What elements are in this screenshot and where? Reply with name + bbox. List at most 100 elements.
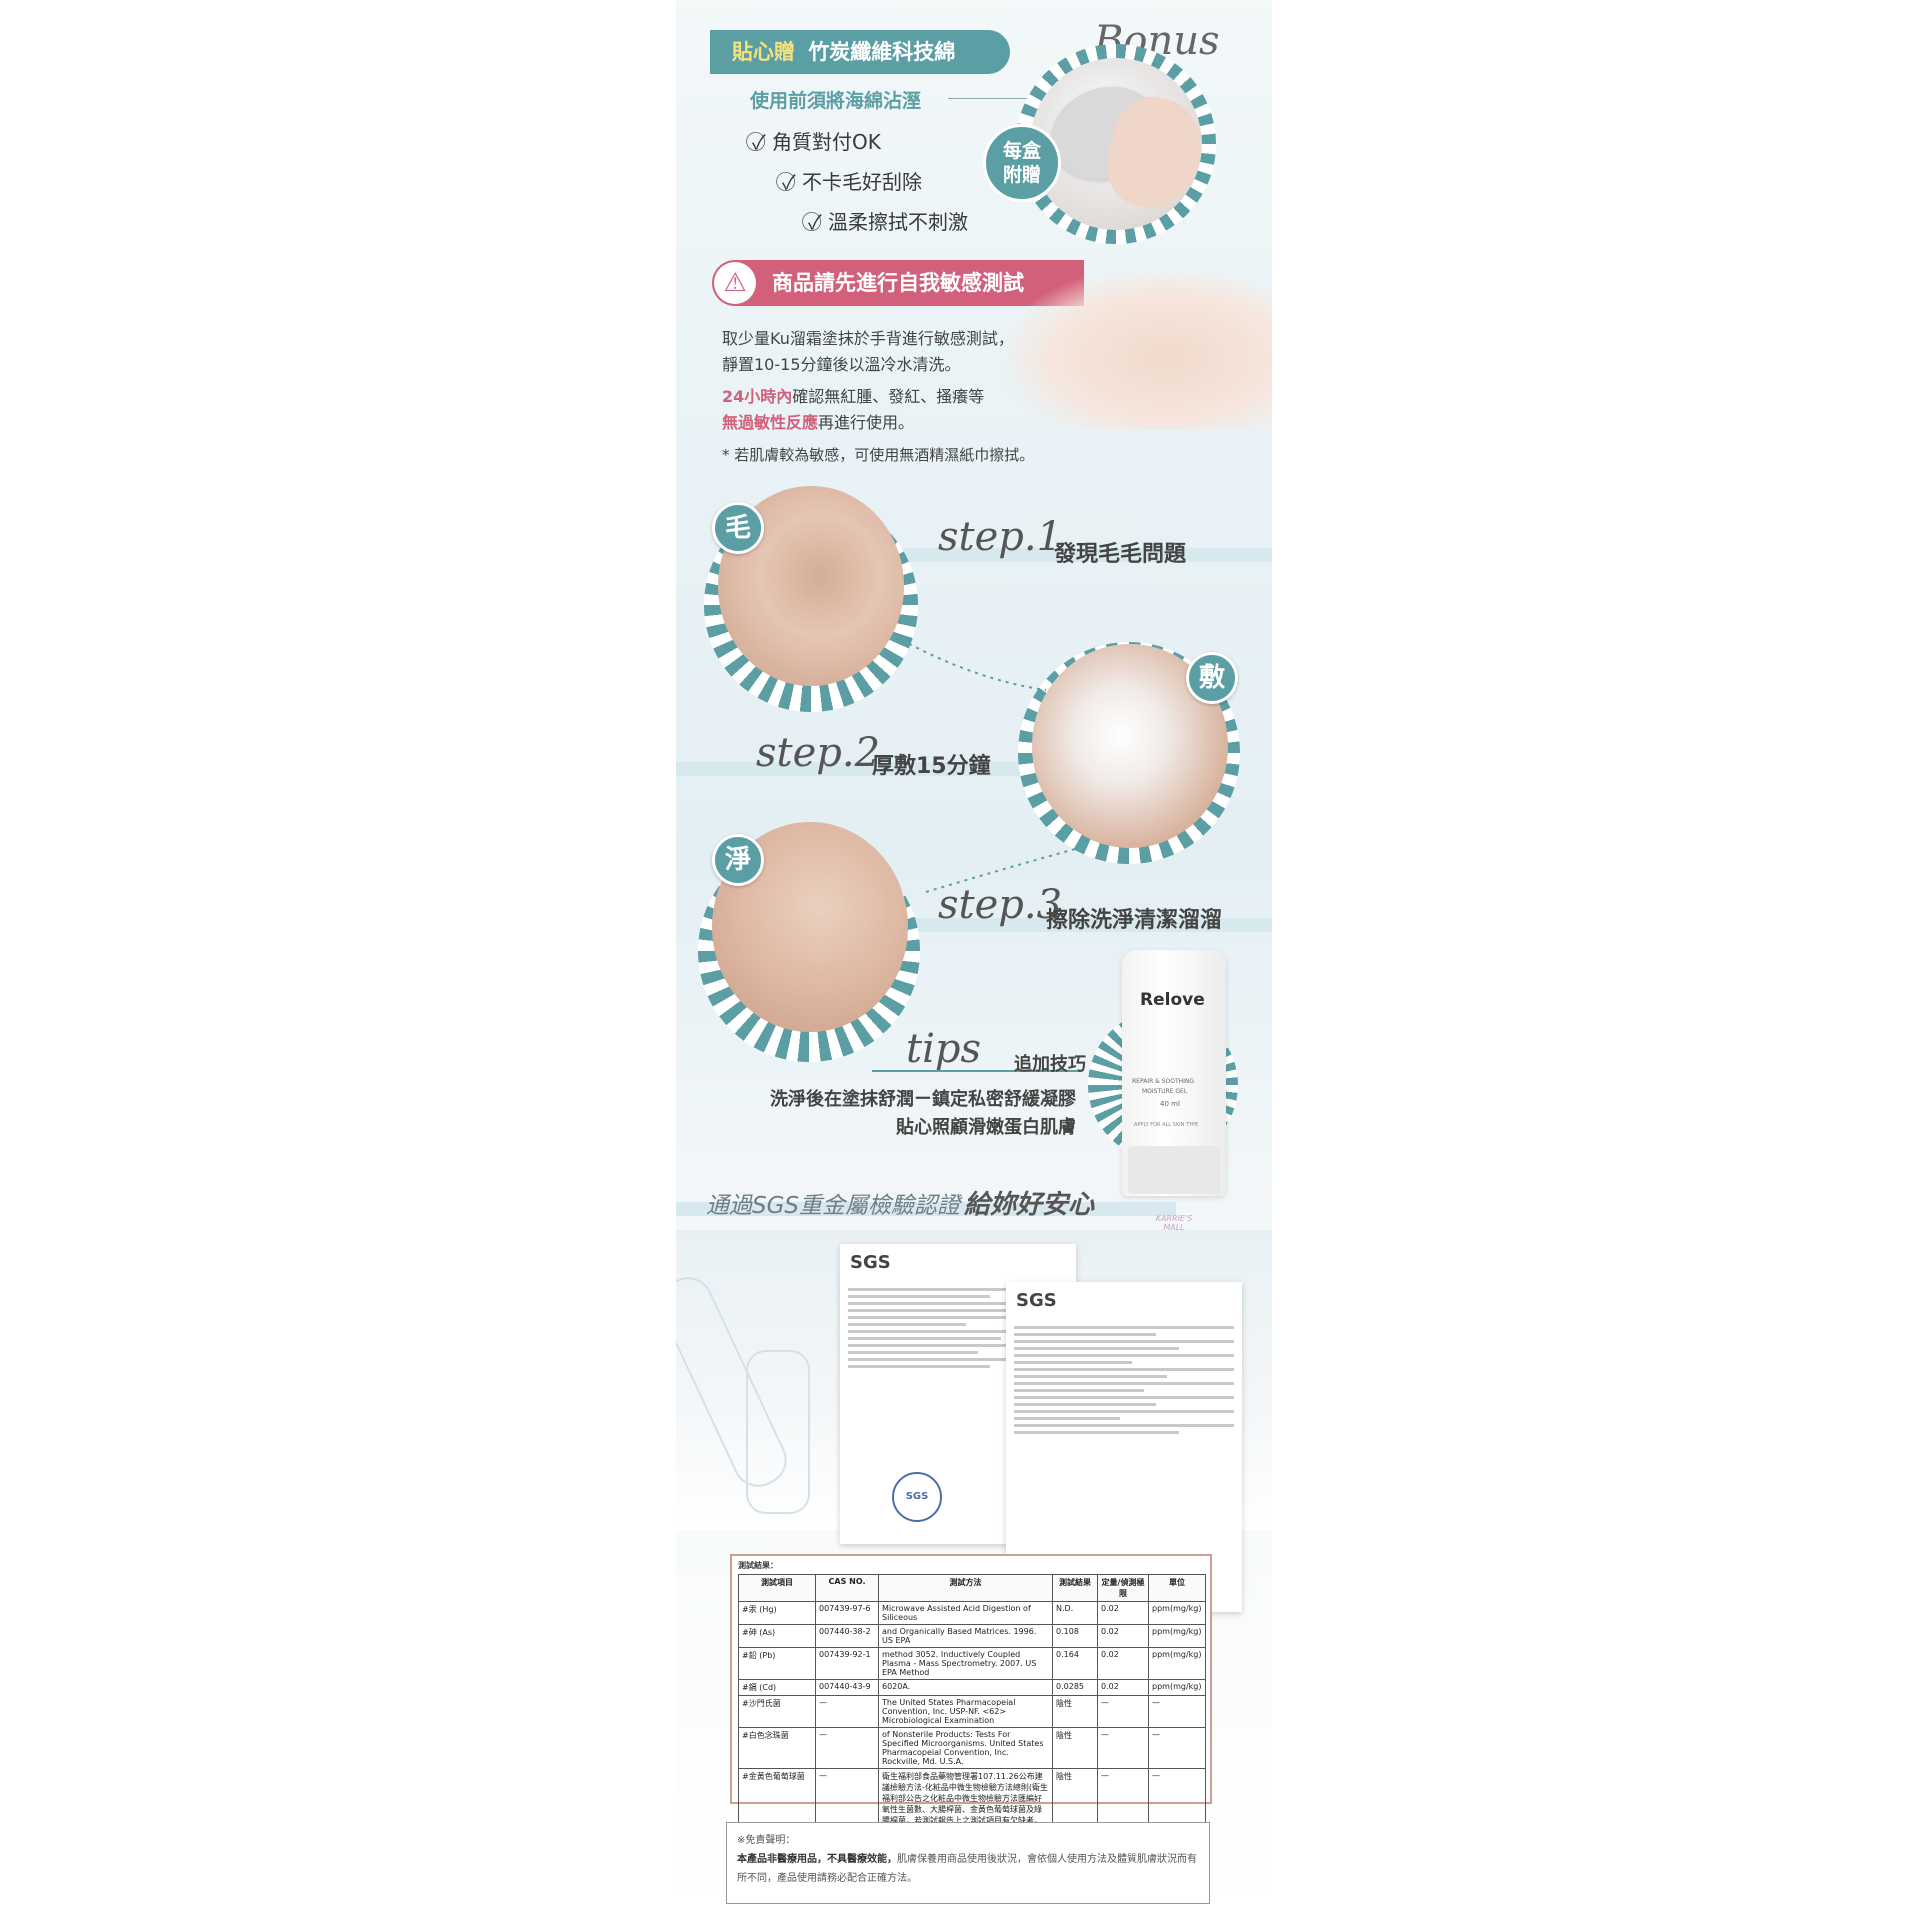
step3-bar <box>876 918 1272 932</box>
cell-method: of Nonsterile Products: Tests For Specif… <box>878 1727 1053 1769</box>
cell-cas: — <box>815 1695 879 1728</box>
step2-title: 厚敷15分鐘 <box>872 754 991 779</box>
gift-badge-line2: 附贈 <box>1002 164 1041 186</box>
step1-script: step.1 <box>938 514 1063 560</box>
cell-item: #沙門氏菌 <box>738 1695 816 1728</box>
hands-image <box>1006 270 1272 430</box>
bonus-divider <box>948 98 1058 99</box>
cell-result: 陰性 <box>1052 1695 1098 1728</box>
results-caption: 測試結果： <box>738 1561 778 1570</box>
cell-method: The United States Pharmacopeial Conventi… <box>878 1695 1053 1728</box>
cell-limit: — <box>1097 1727 1149 1769</box>
cell-item: #汞 (Hg) <box>738 1601 816 1625</box>
sensitivity-line1: 取少量Ku溜霜塗抹於手背進行敏感測試， <box>722 329 1014 348</box>
table-row: #白色念珠菌 — of Nonsterile Products: Tests F… <box>738 1727 1206 1769</box>
header-limit: 定量/偵測極限 <box>1097 1574 1149 1602</box>
watermark-logo: KARRIE'S MALL <box>1155 1214 1193 1232</box>
cell-method: method 3052. Inductively Coupled Plasma … <box>878 1647 1053 1680</box>
disclaimer-box: ※免責聲明： 本產品非醫療用品，不具醫療效能，肌膚保養用商品使用後狀況，會依個人… <box>726 1822 1210 1904</box>
table-row: #砷 (As) 007440-38-2 and Organically Base… <box>738 1624 1206 1648</box>
disclaimer-bold: 本產品非醫療用品，不具醫療效能， <box>737 1854 897 1865</box>
product-foot: APPLY FOR ALL SKIN TYPE <box>1134 1122 1199 1128</box>
sensitivity-footnote: * 若肌膚較為敏感，可使用無酒精濕紙巾擦拭。 <box>722 446 1035 464</box>
tips-underline <box>872 1070 1082 1072</box>
report-lines <box>840 1284 1076 1372</box>
cell-unit: — <box>1148 1695 1206 1728</box>
cell-method: and Organically Based Matrices. 1996. US… <box>878 1624 1053 1648</box>
step2-bar <box>676 762 1056 776</box>
tips-text: 洗淨後在塗抹舒潤ㄧ鎮定私密舒緩凝膠 貼心照顧滑嫩蛋白肌膚 <box>716 1086 1076 1142</box>
step1-badge: 毛 <box>712 502 764 554</box>
disclaimer-title: ※免責聲明： <box>737 1835 796 1846</box>
cell-limit: 0.02 <box>1097 1647 1149 1680</box>
cell-item: #鉛 (Pb) <box>738 1647 816 1680</box>
table-row: #鉛 (Pb) 007439-92-1 method 3052. Inducti… <box>738 1647 1206 1680</box>
cell-method: 6020A. <box>878 1679 1053 1696</box>
tips-line1: 洗淨後在塗抹舒潤ㄧ鎮定私密舒緩凝膠 <box>770 1089 1076 1110</box>
feature-label: 角質對付OK <box>772 130 881 154</box>
step3-script: step.3 <box>938 882 1063 928</box>
step-connectors <box>901 639 1087 893</box>
product-detail-strip: 貼心贈 竹炭纖維科技綿 Bonus 使用前須將海綿沾溼 ✓⃝ 角質對付OK ✓⃝… <box>676 0 1272 1920</box>
test-tube <box>746 1350 810 1514</box>
header-result: 測試結果 <box>1052 1574 1098 1602</box>
gift-badge: 每盒 附贈 <box>983 124 1061 202</box>
sensitivity-text: 取少量Ku溜霜塗抹於手背進行敏感測試， 靜置10-15分鐘後以溫冷水清洗。 24… <box>722 326 1034 468</box>
bonus-feature-3: ✓⃝ 溫柔擦拭不刺激 <box>808 206 968 235</box>
feature-label: 不卡毛好刮除 <box>802 170 923 194</box>
cell-result: 0.108 <box>1052 1624 1098 1648</box>
header-item: 測試項目 <box>738 1574 816 1602</box>
check-icon: ✓⃝ <box>782 170 796 194</box>
results-table: 測試項目 CAS NO. 測試方法 測試結果 定量/偵測極限 單位 #汞 (Hg… <box>738 1574 1206 1840</box>
product-cap <box>1128 1146 1220 1194</box>
bonus-subtitle: 使用前須將海綿沾溼 <box>750 90 922 112</box>
sensitivity-line3: 24小時內確認無紅腫、發紅、搔癢等 <box>722 384 1034 410</box>
sgs-headline-bar <box>676 1202 1176 1216</box>
cell-result: 0.164 <box>1052 1647 1098 1680</box>
cell-limit: — <box>1097 1695 1149 1728</box>
cell-cas: — <box>815 1727 879 1769</box>
report-lines <box>1006 1322 1242 1438</box>
feature-label: 溫柔擦拭不刺激 <box>828 210 969 234</box>
cell-limit: 0.02 <box>1097 1624 1149 1648</box>
results-header-row: 測試項目 CAS NO. 測試方法 測試結果 定量/偵測極限 單位 <box>738 1574 1206 1602</box>
step3-badge: 淨 <box>712 834 764 886</box>
cell-item: #鎘 (Cd) <box>738 1679 816 1696</box>
product-line1: REPAIR & SOOTHING <box>1132 1078 1195 1085</box>
cell-unit: ppm(mg/kg) <box>1148 1647 1206 1680</box>
cell-unit: ppm(mg/kg) <box>1148 1624 1206 1648</box>
bonus-feature-2: ✓⃝ 不卡毛好刮除 <box>782 166 922 195</box>
warning-title: 商品請先進行自我敏感測試 <box>772 271 1024 295</box>
results-card: 測試結果： 測試項目 CAS NO. 測試方法 測試結果 定量/偵測極限 單位 … <box>730 1554 1212 1840</box>
cell-result: 0.0285 <box>1052 1679 1098 1696</box>
sgs-logo: SGS <box>850 1252 891 1273</box>
cell-method: Microwave Assisted Acid Digestion of Sil… <box>878 1601 1053 1625</box>
step2-script: step.2 <box>756 730 881 776</box>
tips-title: 追加技巧 <box>1014 1054 1086 1075</box>
step1-title: 發現毛毛問題 <box>1054 542 1187 567</box>
sgs-headline-b: 給妳好安心 <box>964 1190 1095 1220</box>
bonus-banner: 貼心贈 竹炭纖維科技綿 <box>710 30 1010 74</box>
product-brand: Relove <box>1140 990 1205 1010</box>
cell-cas: 007439-92-1 <box>815 1647 879 1680</box>
highlight-24h: 24小時內 <box>722 387 793 406</box>
step3-title: 擦除洗淨清潔溜溜 <box>1046 908 1223 933</box>
sensitivity-line2: 靜置10-15分鐘後以溫冷水清洗。 <box>722 355 961 374</box>
disclaimer-body: 本產品非醫療用品，不具醫療效能，肌膚保養用商品使用後狀況，會依個人使用方法及體質… <box>737 1850 1199 1888</box>
check-icon: ✓⃝ <box>808 210 822 234</box>
sensitivity-line4: 無過敏性反應再進行使用。 <box>722 410 1034 436</box>
line4-rest: 再進行使用。 <box>818 413 915 432</box>
cell-result: N.D. <box>1052 1601 1098 1625</box>
sgs-headline: 通過SGS重金屬檢驗認證給妳好安心 <box>706 1184 1094 1221</box>
cell-cas: 007440-43-9 <box>815 1679 879 1696</box>
line3-rest: 確認無紅腫、發紅、搔癢等 <box>792 387 985 406</box>
table-row: #沙門氏菌 — The United States Pharmacopeial … <box>738 1695 1206 1728</box>
cell-unit: ppm(mg/kg) <box>1148 1601 1206 1625</box>
tips-script: tips <box>906 1026 981 1072</box>
step1-bar <box>876 548 1272 562</box>
step2-badge: 敷 <box>1186 652 1238 704</box>
cell-item: #砷 (As) <box>738 1624 816 1648</box>
header-cas: CAS NO. <box>815 1574 879 1602</box>
cell-unit: — <box>1148 1727 1206 1769</box>
cell-cas: 007440-38-2 <box>815 1624 879 1648</box>
